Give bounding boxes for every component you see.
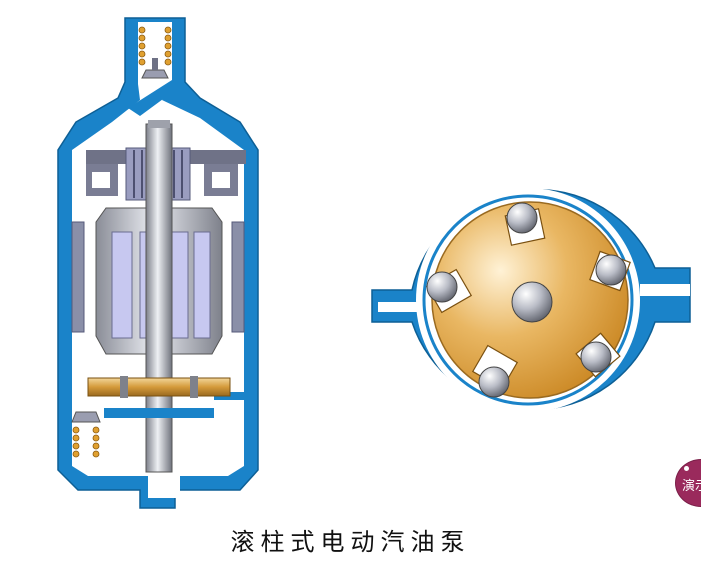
relief-valve: [71, 411, 101, 423]
roller-4: [580, 341, 612, 373]
pump-chamber: [104, 408, 214, 418]
check-valve-spring-top: [138, 26, 172, 66]
diagram-caption: 滚柱式电动汽油泵: [230, 528, 471, 556]
magnet-left: [71, 221, 85, 333]
roller-pump-section: [371, 188, 691, 412]
roller-3: [595, 254, 627, 286]
bearing: [87, 376, 231, 398]
roller-2: [426, 271, 458, 303]
outlet-channel: [128, 80, 178, 116]
roller-1: [506, 202, 538, 234]
demo-button-label: 演示: [682, 479, 701, 494]
motor-shaft: [145, 123, 173, 473]
relief-valve-spring: [72, 426, 100, 458]
check-valve-top: [141, 69, 169, 79]
dot-icon: [684, 466, 689, 471]
roller-5: [478, 366, 510, 398]
magnet-right: [231, 221, 245, 333]
pump-section-view: [57, 17, 259, 509]
rotor-shaft: [511, 281, 553, 323]
